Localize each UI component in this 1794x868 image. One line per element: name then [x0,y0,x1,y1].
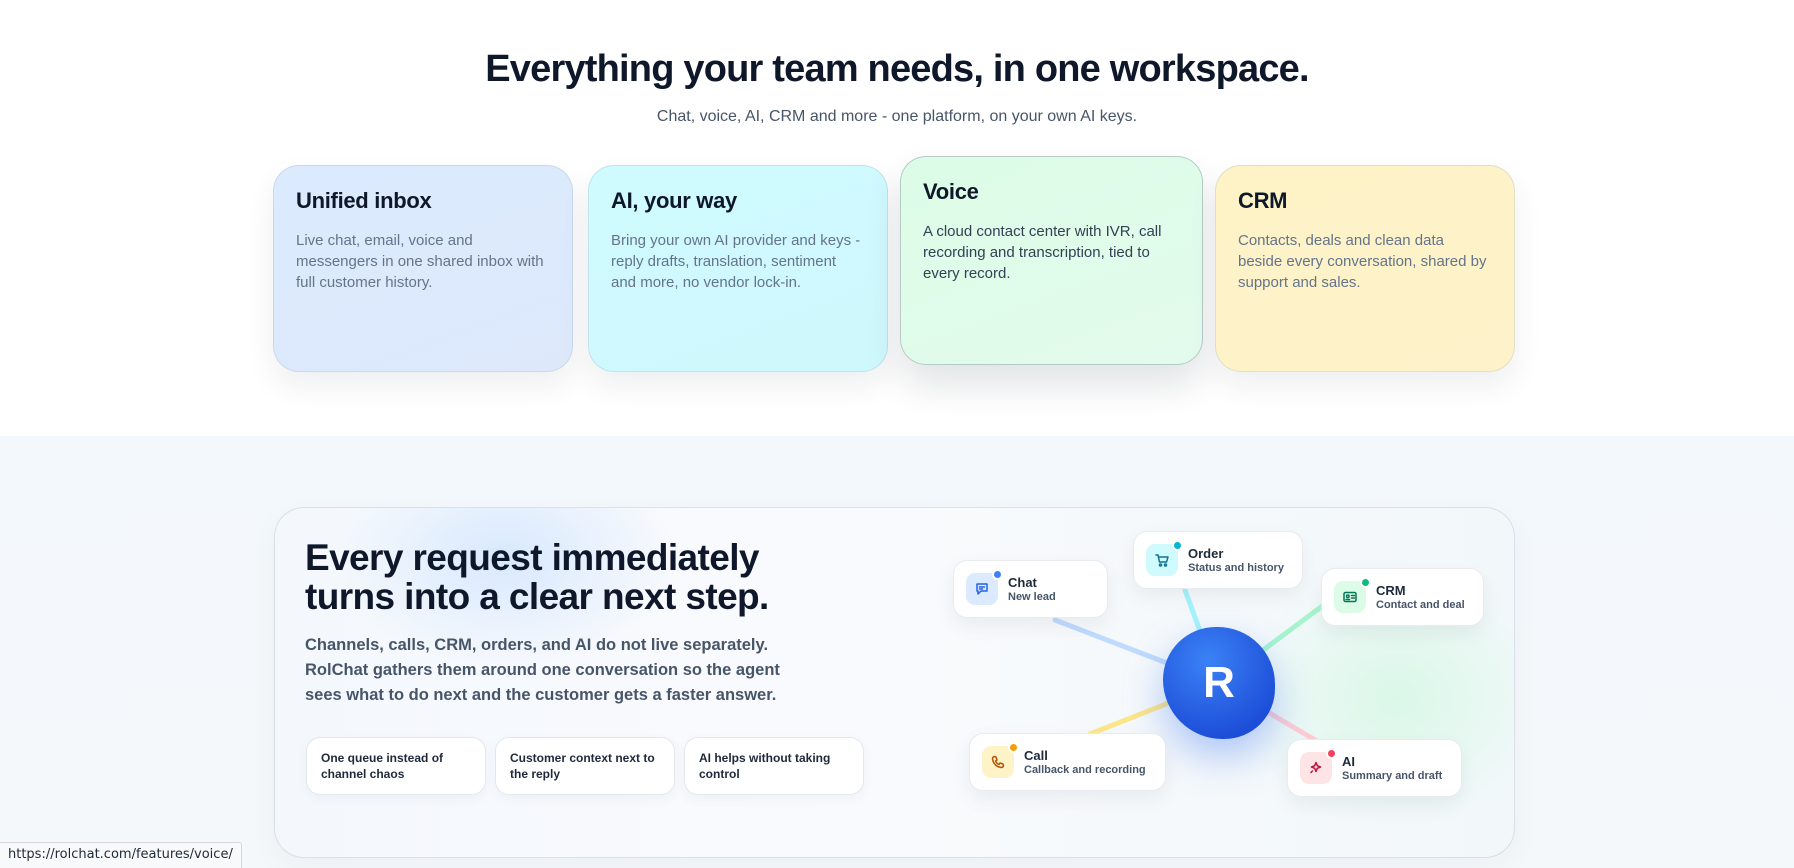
card-text: A cloud contact center with IVR, call re… [923,223,1162,282]
node-chat: Chat New lead [953,560,1108,618]
node-title: AI [1342,753,1355,769]
node-order: Order Status and history [1133,531,1303,589]
card-text: Live chat, email, voice and messengers i… [296,232,544,291]
node-subtitle: Status and history [1188,561,1284,574]
contact-card-icon [1334,577,1371,613]
section-subtitle: Chat, voice, AI, CRM and more - one plat… [656,108,1138,125]
rolchat-hub-logo: R [1163,627,1275,739]
node-crm: CRM Contact and deal [1321,568,1484,626]
connection-lines [1052,587,1328,743]
feature-card-crm[interactable]: CRM Contacts, deals and clean data besid… [1215,165,1515,372]
section-title: Everything your team needs, in one works… [485,48,1309,90]
benefit-pill: Customer context next to the reply [495,737,675,795]
node-subtitle: Summary and draft [1342,769,1443,782]
card-text: Bring your own AI provider and keys - re… [611,232,861,291]
browser-status-bar-url: https://rolchat.com/features/voice/ [0,842,242,868]
feature-card-unified-inbox[interactable]: Unified inbox Live chat, email, voice an… [273,165,573,372]
card-title: Voice [923,179,979,204]
feature-card-ai[interactable]: AI, your way Bring your own AI provider … [588,165,888,372]
features-overview-section: Everything your team needs, in one works… [273,48,1515,372]
phone-icon [982,742,1019,778]
card-text: Contacts, deals and clean data beside ev… [1238,232,1487,291]
sparkle-icon [1300,748,1337,784]
cart-icon [1146,540,1183,576]
workflow-panel: Every request immediately turns into a c… [274,507,1515,858]
node-title: Chat [1008,574,1037,590]
node-title: Order [1188,545,1224,561]
node-title: CRM [1376,582,1406,598]
node-subtitle: New lead [1008,590,1056,603]
benefit-pill: AI helps without taking control [684,737,864,795]
node-title: Call [1024,747,1048,763]
workflow-title: Every request immediately turns into a c… [305,537,769,617]
card-title: AI, your way [611,188,737,213]
workflow-description: Channels, calls, CRM, orders, and AI do … [305,636,780,704]
node-ai: AI Summary and draft [1287,739,1462,797]
node-subtitle: Callback and recording [1024,763,1146,776]
benefit-pill: One queue instead of channel chaos [306,737,486,795]
card-title: CRM [1238,188,1288,213]
node-subtitle: Contact and deal [1376,598,1465,611]
card-title: Unified inbox [296,188,432,213]
feature-card-voice[interactable]: Voice A cloud contact center with IVR, c… [900,156,1203,365]
chat-icon [966,569,1003,605]
node-call: Call Callback and recording [969,733,1166,791]
